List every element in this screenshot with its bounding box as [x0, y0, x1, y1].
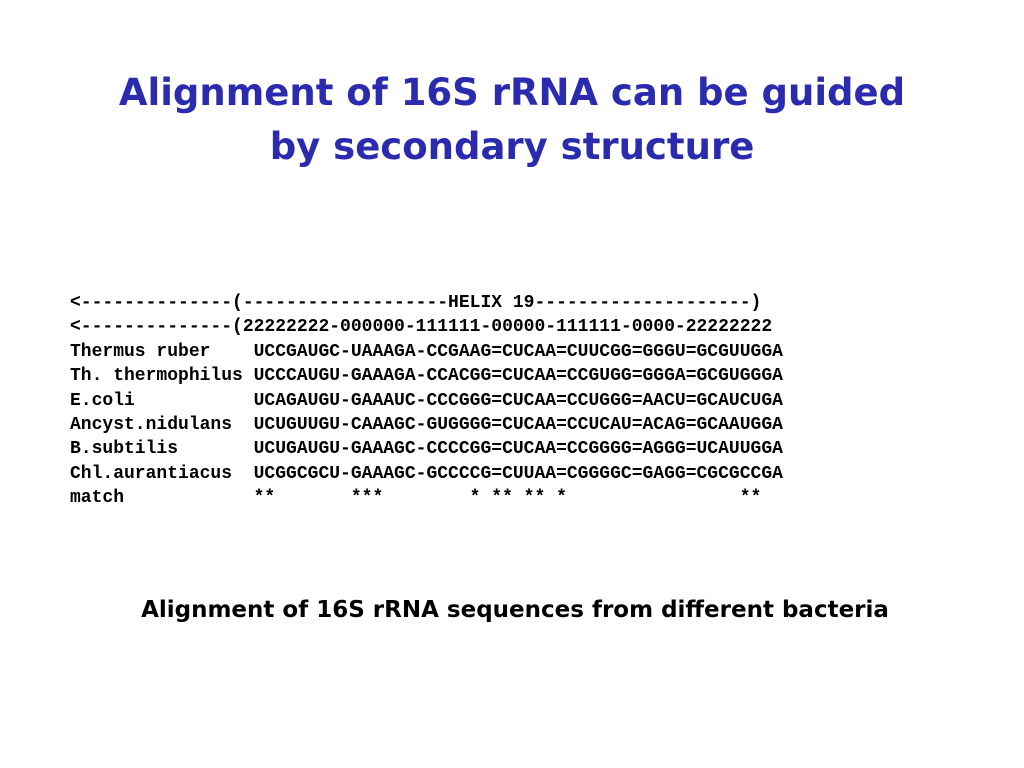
sequence-row-th-thermophilus: Th. thermophilus UCCCAUGU-GAAAGA-CCACGG=… [70, 366, 783, 387]
slide-title: Alignment of 16S rRNA can be guided by s… [0, 66, 1024, 174]
sequence-row-thermus-ruber: Thermus ruber UCCGAUGC-UAAAGA-CCGAAG=CUC… [70, 341, 783, 362]
pairing-index-row: <--------------(22222222-000000-111111-0… [70, 317, 773, 338]
sequence-row-ancyst-nidulans: Ancyst.nidulans UCUGUUGU-CAAAGC-GUGGGG=C… [70, 415, 783, 436]
helix-structure-row: <--------------(-------------------HELIX… [70, 293, 762, 313]
match-row: match ** *** * ** ** * ** [70, 488, 762, 509]
sequence-row-e-coli: E.coli UCAGAUGU-GAAAUC-CCCGGG=CUCAA=CCUG… [70, 390, 783, 411]
sequence-row-chl-aurantiacus: Chl.aurantiacus UCGGCGCU-GAAAGC-GCCCCG=C… [70, 463, 783, 484]
slide-title-line-1: Alignment of 16S rRNA can be guided [118, 71, 906, 114]
slide-title-line-2: by secondary structure [269, 125, 755, 168]
slide-caption: Alignment of 16S rRNA sequences from dif… [141, 597, 889, 623]
sequence-alignment: <--------------(-------------------HELIX… [70, 291, 783, 511]
sequence-row-b-subtilis: B.subtilis UCUGAUGU-GAAAGC-CCCCGG=CUCAA=… [70, 439, 783, 460]
